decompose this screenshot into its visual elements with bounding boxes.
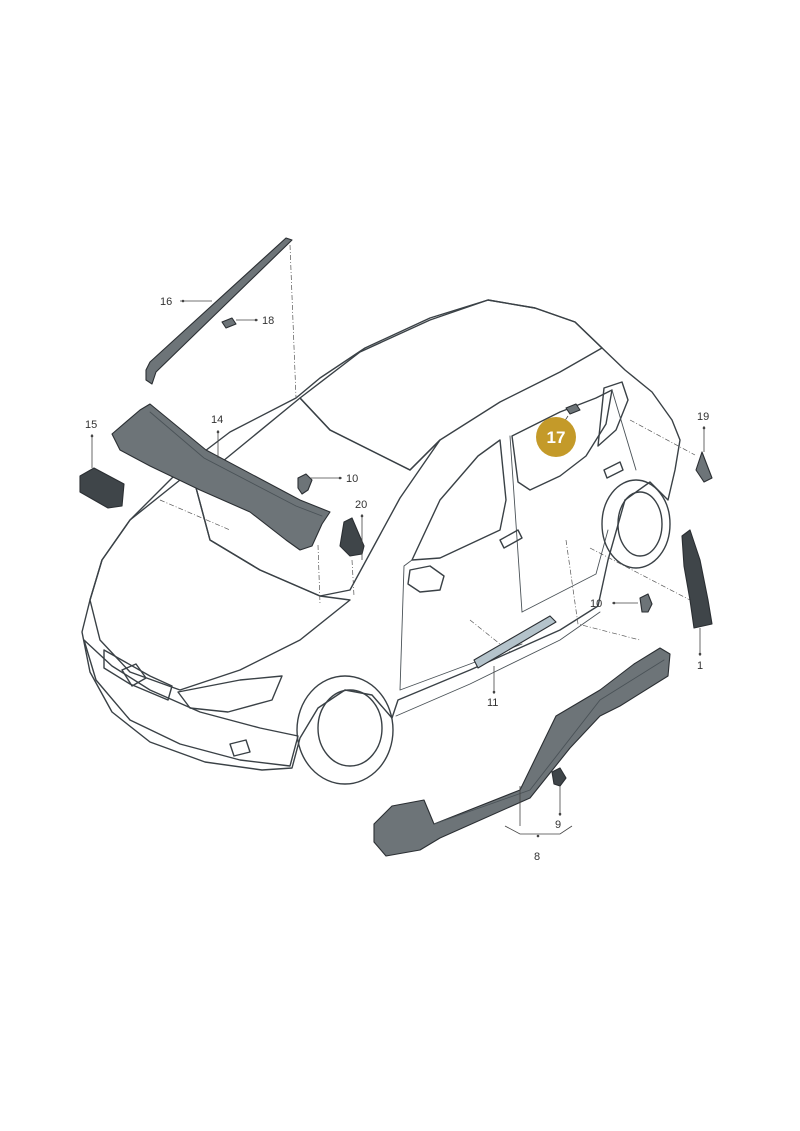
rear-door-outline [521,389,637,613]
rear-quarter-window [597,381,629,447]
part-18-clip [221,317,237,329]
callout-20[interactable]: 20 [355,499,367,560]
svg-text:20: 20 [355,499,367,511]
part-9-clip [551,767,567,787]
fog-light [229,739,251,757]
front-door-handle [499,529,523,549]
part-11-sill-strip [473,615,557,669]
callout-11[interactable]: 11 [487,666,498,709]
front-door-outline [399,435,523,691]
part-8-sill-inner-edge [433,659,665,825]
callout-10-lower[interactable]: 10 [590,598,638,610]
seat-emblem [121,663,147,687]
rear-door-window [511,389,613,491]
part-10-clip-upper [297,473,313,495]
part-14-inner-edge [149,411,323,517]
callout-16[interactable]: 16 [160,296,212,308]
callouts: 16 18 15 14 10 20 [85,296,709,863]
svg-text:1: 1 [697,660,703,672]
svg-text:18: 18 [262,315,274,327]
part-8-side-sill [373,647,671,857]
svg-text:9: 9 [555,819,561,831]
highlight-badge[interactable] [536,417,576,457]
front-wheel [296,675,394,785]
callout-19[interactable]: 19 [697,411,709,452]
side-mirror [407,565,445,593]
callout-10-upper[interactable]: 10 [310,473,358,485]
part-14-cowl-panel [111,403,331,551]
callout-15[interactable]: 15 [85,419,97,468]
svg-text:14: 14 [211,414,223,426]
svg-text:19: 19 [697,411,709,423]
svg-text:15: 15 [85,419,97,431]
svg-text:17: 17 [547,428,566,447]
part-17-emblem [565,403,581,415]
part-1-pillar-trim [681,529,713,629]
part-20-bracket [339,517,365,557]
callout-18[interactable]: 18 [236,315,274,327]
callout-14[interactable]: 14 [211,414,223,458]
side-sill-line [395,611,601,717]
front-grille [103,649,173,701]
svg-text:10: 10 [590,598,602,610]
parts [79,237,713,857]
front-door-window [411,439,507,561]
front-bumper [83,639,299,767]
callout-17-highlight[interactable]: 17 [536,415,576,457]
rear-door-handle [603,461,624,479]
car-body-shell [81,299,681,771]
callout-1[interactable]: 1 [697,628,703,672]
part-10-clip-lower [639,593,653,613]
svg-text:8: 8 [534,851,540,863]
rear-wheel [601,479,671,569]
headlight [177,675,283,713]
part-15-cover [79,467,125,509]
svg-text:16: 16 [160,296,172,308]
svg-text:11: 11 [487,697,498,709]
callout-9[interactable]: 9 [555,786,562,831]
svg-text:10: 10 [346,473,358,485]
part-16-roof-trim [145,237,293,385]
callout-8[interactable]: 8 [504,786,573,863]
part-19-rear-trim [695,451,713,483]
car-body [81,299,681,785]
